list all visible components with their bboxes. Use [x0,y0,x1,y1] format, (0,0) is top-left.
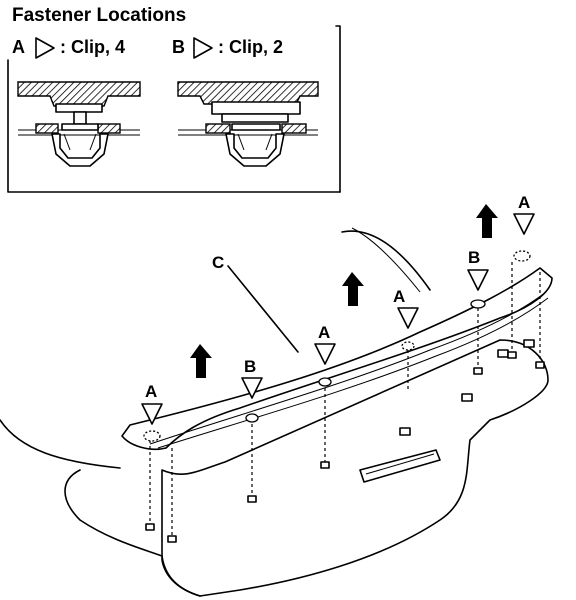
part-c-callout: C [212,253,299,353]
callout-label: B [244,357,256,376]
callout-triangle-icon [467,269,489,291]
vehicle-body [0,227,549,597]
callout-label: A [145,382,157,401]
callout-triangle-icon [141,403,163,425]
callout-triangle-icon [241,377,263,399]
clip-marks [143,250,531,442]
callout-triangle-icon [397,307,419,329]
legend-a-letter: A [12,37,25,57]
clip-holes [145,351,545,543]
legend-a-text: : Clip, 4 [60,37,125,57]
legend-item-a: A : Clip, 4 [12,37,125,59]
triangle-marker-icon [35,37,55,59]
title: Fastener Locations [12,5,186,26]
callout-triangle-icon [513,213,535,235]
clip-guides [149,262,541,540]
pull-arrows [190,204,498,378]
up-arrow-icon [476,204,498,238]
clip-b-section [177,81,319,167]
callout-label: A [318,323,330,342]
legend-item-b: B : Clip, 2 [172,37,283,59]
clip-a-section [17,81,141,167]
inset-box: Fastener Locations A : Clip, 4 B : Clip,… [7,5,341,193]
part-label: C [212,253,224,272]
triangle-marker-icon [193,37,213,59]
callout-label: B [468,248,480,267]
callout-label: A [393,287,405,306]
legend-b-letter: B [172,37,185,57]
legend-b-text: : Clip, 2 [218,37,283,57]
callout-triangle-icon [314,343,336,365]
callout-label: A [518,193,530,212]
garnish-strip [121,267,553,451]
callout-triangles [141,213,535,425]
callout-labels: A B A A B A [145,193,530,401]
up-arrow-icon [342,272,364,306]
up-arrow-icon [190,344,212,378]
